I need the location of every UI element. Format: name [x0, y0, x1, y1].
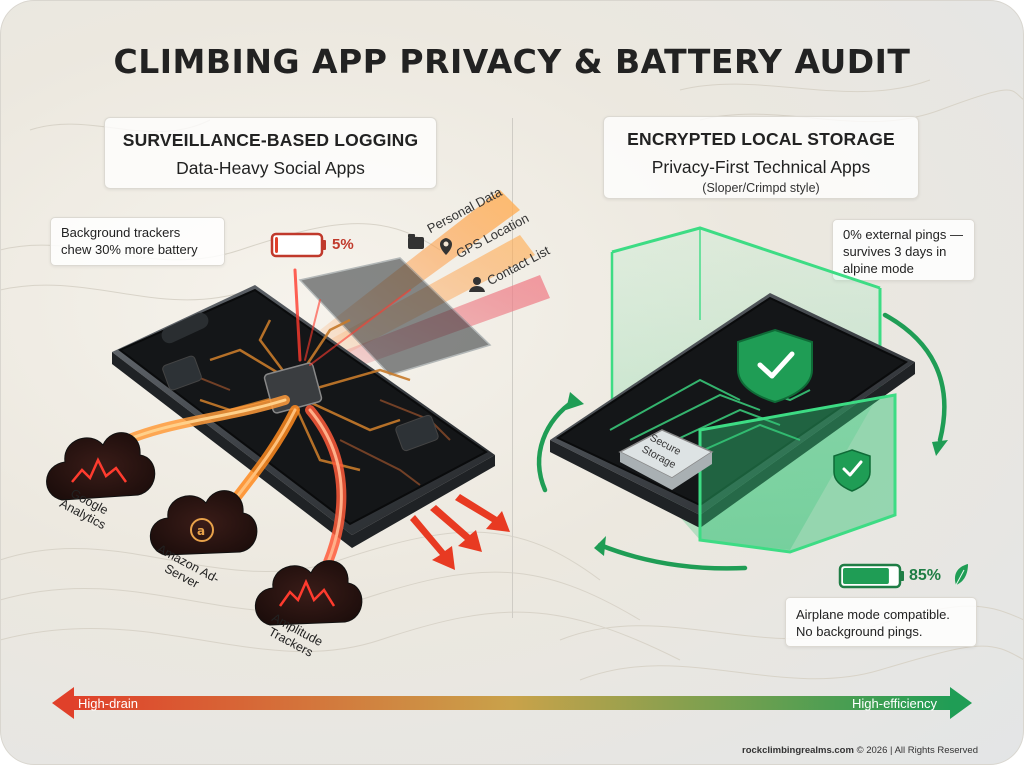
contact-icon	[469, 277, 485, 292]
left-heading: SURVEILLANCE-BASED LOGGING	[122, 130, 419, 150]
full-battery-icon	[838, 563, 904, 589]
tracker-cloud-amazon: a	[149, 490, 258, 556]
low-battery-icon	[270, 232, 326, 258]
amazon-logo-icon: a	[197, 524, 205, 538]
small-shield-icon	[833, 449, 871, 492]
page-title: CLIMBING APP PRIVACY & BATTERY AUDIT	[113, 42, 911, 81]
efficiency-scale-bar	[52, 687, 972, 719]
shield-check-icon	[737, 328, 813, 404]
airplane-mode-note: Airplane mode compatible. No background …	[785, 597, 977, 647]
left-header-card: SURVEILLANCE-BASED LOGGING Data-Heavy So…	[104, 117, 437, 189]
left-subheading: Data-Heavy Social Apps	[176, 158, 365, 178]
right-header-card: ENCRYPTED LOCAL STORAGE Privacy-First Te…	[603, 116, 919, 199]
battery-drain-note: Background trackers chew 30% more batter…	[50, 217, 225, 266]
right-heading: ENCRYPTED LOCAL STORAGE	[627, 129, 895, 149]
tracker-cloud-amplitude	[254, 560, 363, 626]
full-battery-percent: 85%	[909, 567, 942, 584]
secure-storage-chip	[618, 429, 714, 490]
scale-label-high-efficiency: High-efficiency	[852, 696, 938, 711]
right-subheading: Privacy-First Technical Apps	[651, 157, 871, 177]
folder-icon	[408, 234, 424, 249]
cycle-arrows	[536, 312, 947, 571]
heat-arrows	[410, 494, 510, 570]
footer-rights: © 2026 | All Rights Reserved	[856, 745, 978, 756]
center-divider	[512, 118, 513, 618]
vault-front-face	[698, 393, 897, 554]
footer-credit: rockclimbingrealms.com © 2026 | All Righ…	[742, 745, 1002, 756]
location-pin-icon	[440, 238, 452, 255]
scale-label-high-drain: High-drain	[78, 696, 138, 711]
cycle-arrowheads	[566, 392, 948, 556]
low-battery-percent: 5%	[332, 236, 354, 253]
external-pings-note: 0% external pings — survives 3 days in a…	[832, 219, 975, 281]
leak-beams	[293, 268, 411, 366]
left-phone	[112, 285, 495, 548]
footer-site: rockclimbingrealms.com	[742, 745, 854, 756]
tracker-cloud-google	[46, 432, 156, 501]
background-phone	[298, 257, 492, 376]
right-style-note: (Sloper/Crimpd style)	[702, 181, 820, 195]
leaf-icon	[954, 564, 968, 586]
